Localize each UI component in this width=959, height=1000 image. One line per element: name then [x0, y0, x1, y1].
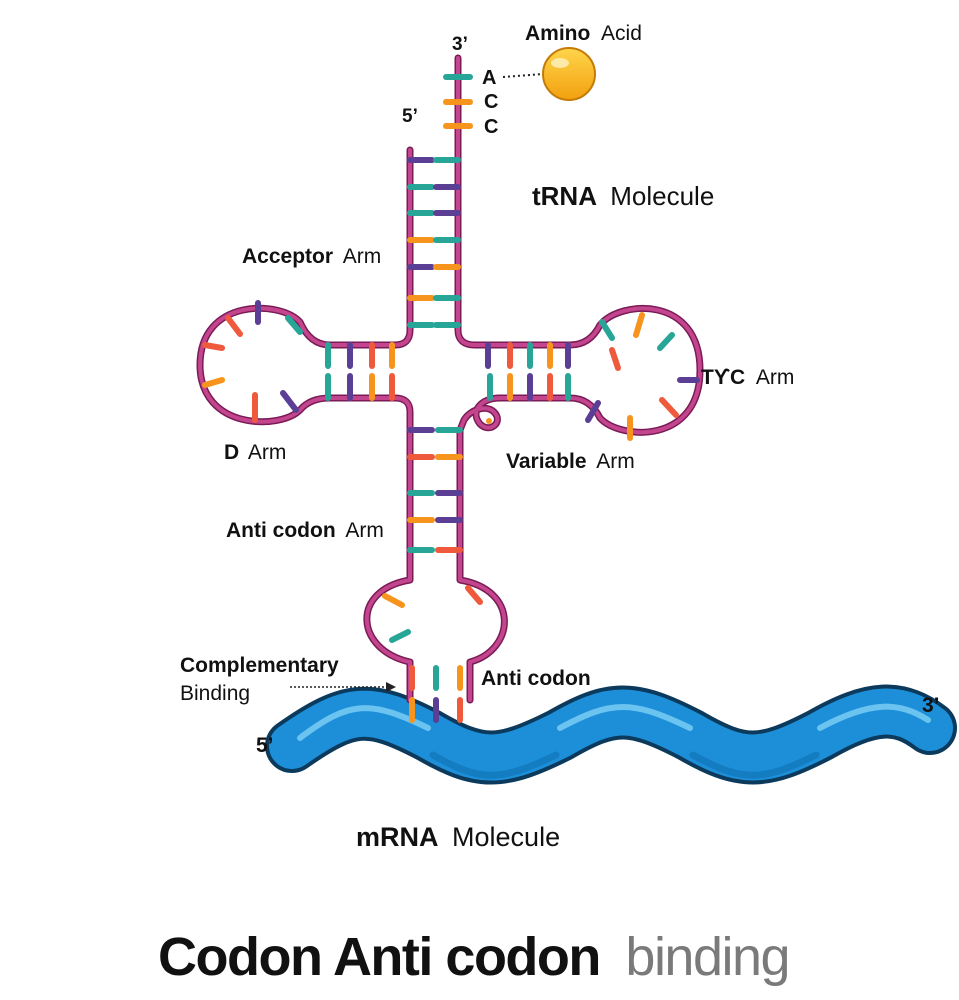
tpsic-arm-bold: TϒC — [701, 366, 745, 389]
trna-5prime-end: 5’ — [402, 106, 418, 127]
cca-base-3: C — [484, 116, 498, 138]
complementary-label-line1: Complementary — [180, 654, 339, 677]
amino-acid-ball — [542, 47, 596, 101]
variable-arm-label: Variable Arm — [506, 450, 635, 473]
variable-arm-loop — [486, 418, 492, 424]
amino-acid-label-bold: Amino — [525, 22, 590, 45]
anticodon-label: Anti codon — [481, 667, 591, 690]
amino-acid-label: Amino Acid — [525, 22, 642, 45]
complementary-label-line2: Binding — [180, 682, 250, 705]
variable-arm-bold: Variable — [506, 450, 587, 473]
title-bold: Codon Anti codon — [158, 927, 600, 987]
amino-acid-label-light: Acid — [601, 22, 642, 45]
title-light: binding — [625, 927, 789, 987]
acceptor-arm-light: Arm — [343, 245, 382, 268]
acceptor-arm-bold: Acceptor — [242, 245, 333, 268]
mrna-3prime-end: 3’ — [922, 694, 940, 717]
amino-acid-highlight — [551, 58, 569, 68]
trna-3prime-end: 3’ — [452, 34, 468, 55]
cca-base-2: C — [484, 91, 498, 113]
anticodon-arm-label: Anti codon Arm — [226, 519, 384, 542]
trna-molecule-label: tRNA Molecule — [532, 181, 714, 211]
trna-backbone — [196, 54, 704, 704]
anticodon-arm-light: Arm — [345, 519, 384, 542]
diagram-title: Codon Anti codon binding — [158, 927, 789, 987]
mrna-label-light: Molecule — [452, 822, 560, 852]
amino-acid-group: Amino Acid — [502, 22, 642, 101]
trna-backbone-inner — [198, 56, 702, 702]
acceptor-arm-label: Acceptor Arm — [242, 245, 381, 268]
trna-label-bold: tRNA — [532, 181, 597, 211]
trna-label-light: Molecule — [610, 181, 714, 211]
anticodon-arm-bold: Anti codon — [226, 519, 336, 542]
tpsic-arm-label: TϒC Arm — [701, 366, 794, 389]
mrna-molecule-label: mRNA Molecule — [356, 822, 560, 852]
d-arm-label: D Arm — [224, 441, 286, 464]
mrna-5prime-end: 5’ — [256, 734, 274, 757]
mrna-label-bold: mRNA — [356, 822, 439, 852]
base-pair-ticks — [202, 74, 700, 723]
d-arm-bold: D — [224, 441, 239, 464]
cca-base-1: A — [482, 67, 496, 89]
tpsic-arm-light: Arm — [756, 366, 795, 389]
mrna-strand — [265, 684, 957, 785]
complementary-arrow — [290, 682, 396, 692]
d-arm-light: Arm — [248, 441, 287, 464]
amino-acid-link — [502, 73, 544, 78]
variable-arm-light: Arm — [596, 450, 635, 473]
